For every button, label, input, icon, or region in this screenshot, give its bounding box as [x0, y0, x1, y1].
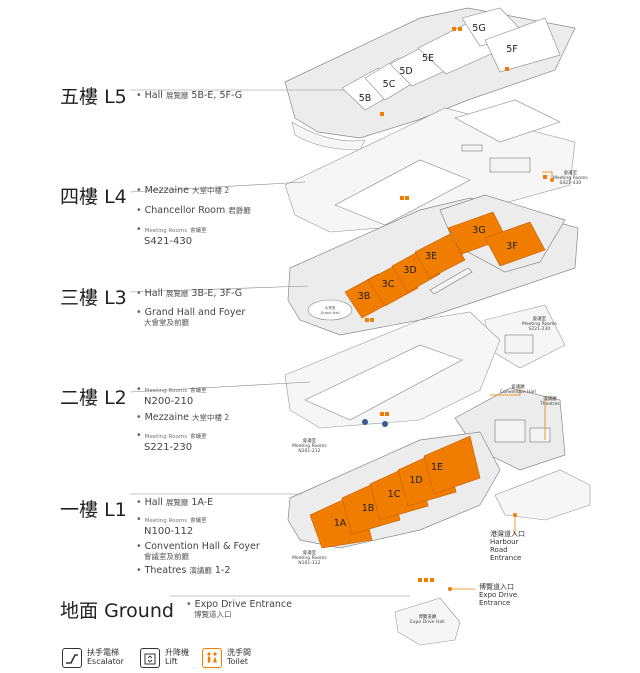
hall-5d-label: 5D: [399, 66, 412, 77]
l4-chancellor-item: •Chancellor Room 君爵廳: [136, 205, 251, 216]
hall-3d-label: 3D: [403, 265, 416, 276]
hall-5c-label: 5C: [383, 79, 396, 90]
l5-hall-item: •Hall 展覽廳 5B-E, 5F-G: [136, 90, 243, 101]
ground-plan: [394, 578, 461, 646]
hall-3g-label: 3G: [472, 225, 485, 236]
l1-meeting-rooms-item: •Meeting Rooms 會議室 N100-112: [136, 514, 207, 537]
l1-hall-item: •Hall 展覽廳 1A-E: [136, 497, 214, 508]
lift-icon: [140, 648, 160, 668]
grand-hall-cn-label: 大會堂: [325, 305, 336, 310]
hall-5g-label: 5G: [472, 23, 485, 34]
floor-label-l2: 二樓 L2: [60, 387, 127, 409]
hall-5f-label: 5F: [506, 44, 518, 55]
hall-1c-label: 1C: [388, 489, 401, 500]
floor-label-ground: 地面 Ground: [60, 600, 174, 622]
l1-theatres-item: •Theatres 演講廳 1-2: [136, 565, 231, 576]
floor-label-l4: 四樓 L4: [60, 186, 127, 208]
level-1-plan: 1A 1B 1C 1D 1E: [287, 431, 591, 549]
hall-1e-label: 1E: [431, 462, 443, 473]
l1-convention-item: •Convention Hall & Foyer 會議室及前廳: [136, 541, 260, 561]
l2-meeting-rooms-s-item: •Meeting Rooms 會議室 S221-230: [136, 430, 207, 453]
level-3-plan: 3B 3C 3D 3E 3G 3F 大會堂 Grand Hall: [287, 194, 579, 336]
level-2-annex-plan: [484, 304, 566, 369]
l2-mezzaine-item: •Mezzaine 大堂中樓 2: [136, 412, 230, 423]
floor-label-l1: 一樓 L1: [60, 499, 127, 521]
l4-meeting-rooms-item: •Meeting Rooms 會議室 S421-430: [136, 224, 207, 247]
l3-hall-item: •Hall 展覽廳 3B-E, 3F-G: [136, 288, 243, 299]
grand-hall-en-label: Grand Hall: [320, 311, 339, 315]
escalator-icon: [62, 648, 82, 668]
toilet-icon: [202, 648, 222, 668]
hall-1d-label: 1D: [409, 475, 422, 486]
l4-mezzaine-item: •Mezzaine 大堂中樓 2: [136, 185, 230, 196]
l3-grand-hall-item: •Grand Hall and Foyer 大會堂及前廳: [136, 307, 246, 327]
l2-meeting-rooms-n-item: •Meeting Rooms 會議室 N200-210: [136, 384, 207, 407]
level-5-plan: 5B 5C 5D 5E 5G 5F: [284, 7, 576, 151]
floor-label-l3: 三樓 L3: [60, 287, 127, 309]
hall-5b-label: 5B: [359, 93, 372, 104]
floor-label-l5: 五樓 L5: [60, 86, 127, 108]
hall-5e-label: 5E: [422, 53, 434, 64]
hall-1a-label: 1A: [334, 518, 347, 529]
hall-3f-label: 3F: [506, 241, 518, 252]
hall-3e-label: 3E: [425, 251, 437, 262]
hall-3b-label: 3B: [358, 291, 371, 302]
ground-expo-drive-item: •Expo Drive Entrance 博覽道入口: [186, 599, 293, 619]
leader-lines: [129, 89, 554, 597]
hall-3c-label: 3C: [382, 279, 395, 290]
hall-1b-label: 1B: [362, 503, 375, 514]
